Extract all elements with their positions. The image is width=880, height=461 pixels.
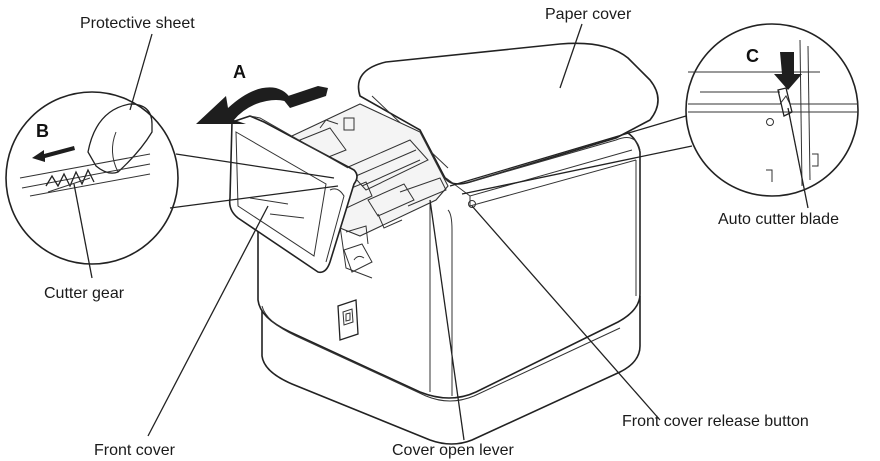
label-front-cover-release-button: Front cover release button [622,413,809,430]
label-cover-open-lever: Cover open lever [392,442,515,459]
letter-c: C [746,46,759,66]
leader-cover-open-lever [429,199,465,441]
arrow-a [196,86,328,124]
leader-lines [73,23,809,441]
leader-auto-cutter [787,107,809,209]
letter-b: B [36,121,49,141]
callout-cutter-gear [5,91,339,265]
label-paper-cover: Paper cover [545,6,632,23]
leader-release-button [471,205,661,421]
front-cover-flap [228,115,358,274]
letter-a: A [233,62,246,82]
leader-protective-sheet [129,33,153,111]
label-protective-sheet: Protective sheet [80,15,195,32]
label-front-cover: Front cover [94,442,176,459]
callout-auto-cutter [449,23,859,197]
label-cutter-gear: Cutter gear [44,285,125,302]
leader-paper-cover [559,23,583,89]
leader-front-cover [147,205,269,437]
power-switch [337,299,359,341]
label-auto-cutter-blade: Auto cutter blade [718,211,839,228]
leader-cutter-gear [73,183,93,279]
